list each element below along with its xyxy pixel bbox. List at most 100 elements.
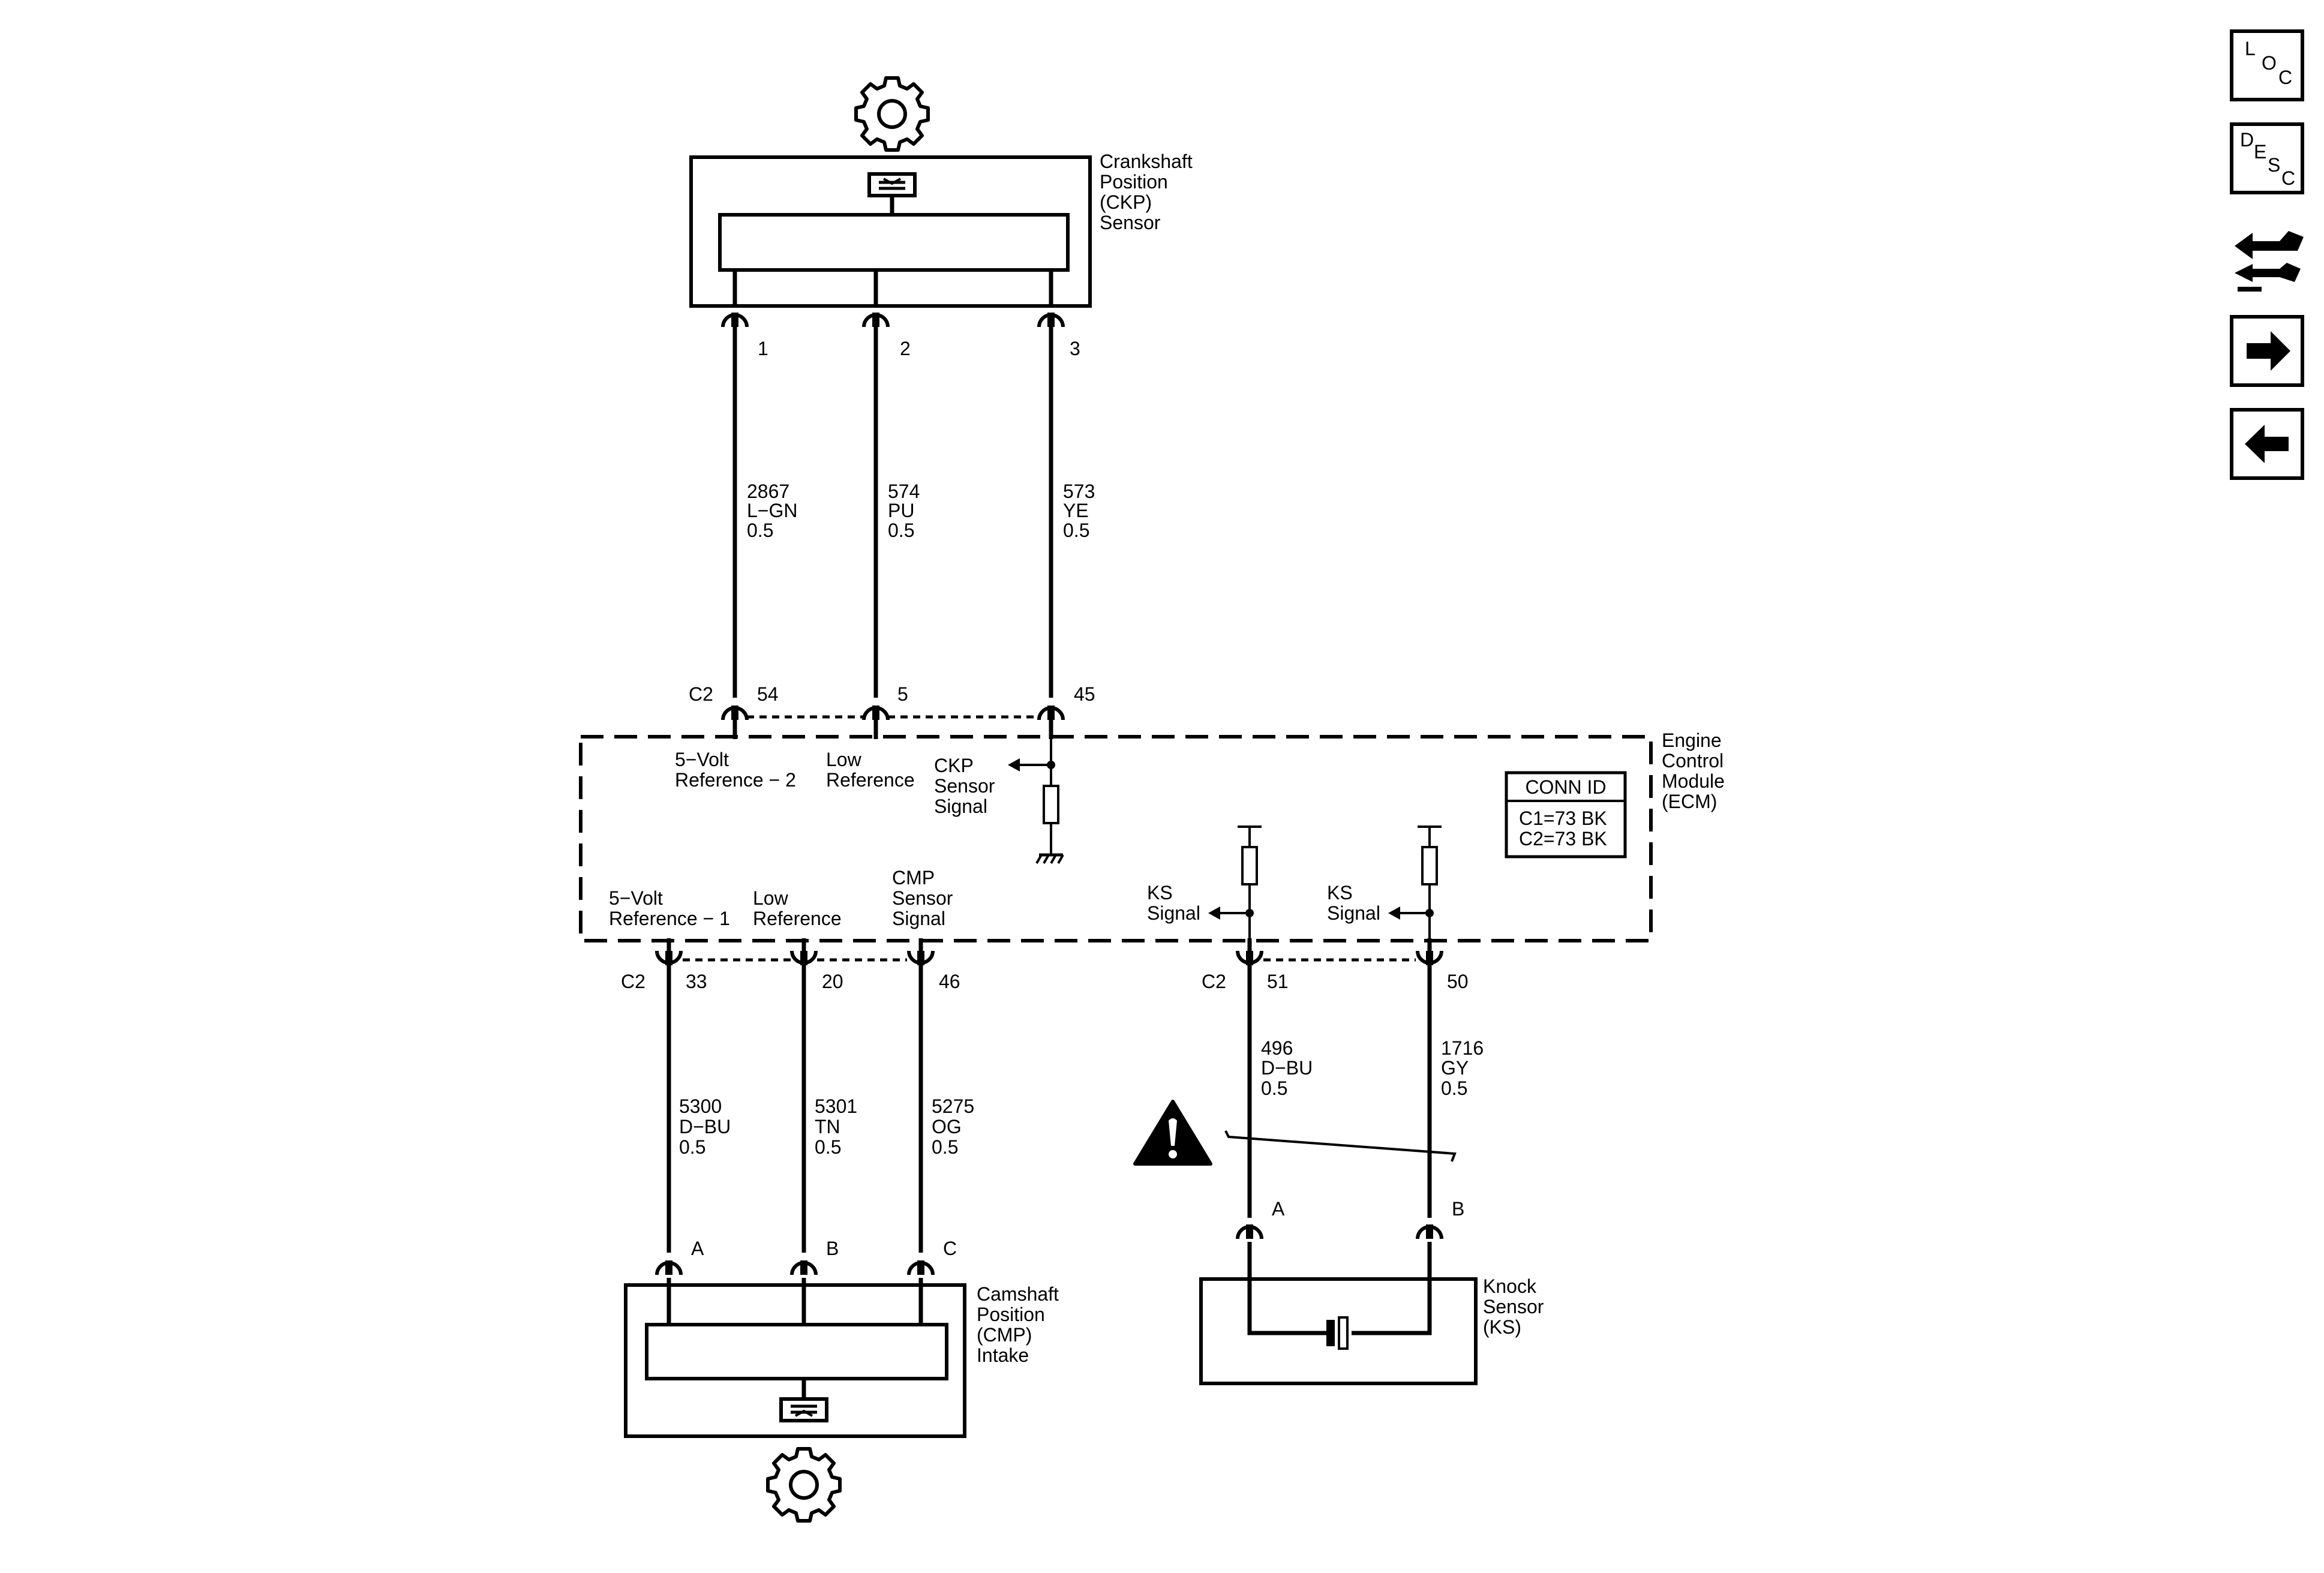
svg-text:C: C <box>2281 167 2295 189</box>
svg-text:Sensor: Sensor <box>934 775 995 797</box>
ckp-pin-3: 3 <box>1070 338 1080 359</box>
svg-text:CMP: CMP <box>892 867 935 888</box>
knock-sensor: Knock Sensor (KS) <box>1199 1242 1544 1385</box>
ecm-pin-51: 51 <box>1267 971 1289 992</box>
ground-icon <box>1037 855 1063 863</box>
ecm-name-3: Module <box>1662 770 1725 792</box>
connector-end-view-icon[interactable] <box>2235 231 2304 292</box>
ecm-module: Engine Control Module (ECM) 5−Volt Refer… <box>579 720 1725 942</box>
svg-text:573: 573 <box>1063 481 1095 502</box>
svg-text:L: L <box>2245 38 2256 59</box>
svg-text:S: S <box>2268 154 2280 176</box>
ecm-name-2: Control <box>1662 750 1724 772</box>
piezo-element-icon <box>1326 1320 1335 1346</box>
svg-text:5275: 5275 <box>932 1095 974 1117</box>
cmp-wire-1-label: 5300 D−BU 0.5 <box>679 1095 731 1158</box>
ecm-pin-45: 45 <box>1074 683 1095 705</box>
svg-text:Reference − 2: Reference − 2 <box>675 769 796 791</box>
svg-text:O: O <box>2262 52 2277 74</box>
svg-text:Camshaft: Camshaft <box>977 1283 1059 1305</box>
ckp-name-4: Sensor <box>1100 212 1161 233</box>
svg-text:OG: OG <box>932 1116 962 1137</box>
svg-text:D: D <box>2240 129 2254 151</box>
svg-text:0.5: 0.5 <box>815 1136 841 1158</box>
svg-text:Reference: Reference <box>826 769 915 791</box>
cmp-pin-a: A <box>691 1238 704 1259</box>
cmp-pin-b: B <box>826 1238 839 1259</box>
svg-text:Intake: Intake <box>977 1344 1029 1366</box>
svg-text:496: 496 <box>1261 1037 1293 1059</box>
gear-icon <box>856 78 928 150</box>
svg-text:Knock: Knock <box>1483 1275 1537 1297</box>
svg-text:5301: 5301 <box>815 1095 857 1117</box>
cmp-pin-c: C <box>943 1238 957 1259</box>
ckp-pin-1: 1 <box>758 338 768 359</box>
svg-text:1716: 1716 <box>1441 1037 1484 1059</box>
svg-text:Signal: Signal <box>1147 902 1200 924</box>
ecm-pin-20: 20 <box>822 971 843 992</box>
gear-icon <box>768 1449 840 1521</box>
svg-text:Low: Low <box>826 749 862 770</box>
ecm-name-4: (ECM) <box>1662 791 1717 812</box>
ckp-name-1: Crankshaft <box>1100 151 1193 172</box>
ks-pin-a: A <box>1272 1198 1285 1220</box>
svg-text:PU: PU <box>888 500 914 521</box>
cmp-sensor: Camshaft Position (CMP) Intake <box>624 1278 1059 1521</box>
ckp-name-3: (CKP) <box>1100 191 1152 213</box>
ks-wire-1-label: 496 D−BU 0.5 <box>1261 1037 1313 1099</box>
description-button[interactable]: D E S C <box>2230 122 2304 194</box>
svg-text:0.5: 0.5 <box>1063 520 1089 541</box>
svg-text:C: C <box>2278 67 2292 88</box>
ecm-pin-50: 50 <box>1447 971 1469 992</box>
svg-text:5−Volt: 5−Volt <box>609 887 663 909</box>
svg-text:0.5: 0.5 <box>747 520 773 541</box>
ecm-pin-46: 46 <box>939 971 960 992</box>
ecm-bottom-connector-id: C2 <box>621 971 645 992</box>
cmp-wire-2-label: 5301 TN 0.5 <box>815 1095 857 1158</box>
svg-text:D−BU: D−BU <box>679 1116 731 1137</box>
svg-text:0.5: 0.5 <box>679 1136 705 1158</box>
svg-text:0.5: 0.5 <box>1441 1077 1467 1099</box>
svg-text:Sensor: Sensor <box>1483 1296 1544 1317</box>
ecm-pin-33: 33 <box>686 971 707 992</box>
svg-text:Signal: Signal <box>892 908 945 929</box>
svg-text:5300: 5300 <box>679 1095 722 1117</box>
ks-wire-2-label: 1716 GY 0.5 <box>1441 1037 1484 1099</box>
svg-text:Low: Low <box>753 887 789 909</box>
next-arrow-icon[interactable] <box>2230 315 2304 387</box>
ks-pin-b: B <box>1452 1198 1464 1220</box>
svg-text:0.5: 0.5 <box>1261 1077 1287 1099</box>
svg-text:CONN ID: CONN ID <box>1525 776 1606 798</box>
svg-text:KS: KS <box>1327 882 1353 903</box>
hall-sensor-icon <box>781 1399 827 1421</box>
svg-text:0.5: 0.5 <box>888 520 914 541</box>
svg-text:Signal: Signal <box>1327 902 1380 924</box>
svg-text:GY: GY <box>1441 1057 1469 1079</box>
svg-text:Reference: Reference <box>753 908 842 929</box>
svg-text:C2=73 BK: C2=73 BK <box>1519 828 1607 849</box>
svg-text:5−Volt: 5−Volt <box>675 749 729 770</box>
svg-text:0.5: 0.5 <box>932 1136 958 1158</box>
ecm-ks-connector-id: C2 <box>1202 971 1226 992</box>
svg-text:YE: YE <box>1063 500 1089 521</box>
svg-text:L−GN: L−GN <box>747 500 797 521</box>
svg-text:2867: 2867 <box>747 481 789 502</box>
svg-text:Position: Position <box>977 1304 1045 1325</box>
previous-arrow-icon[interactable] <box>2230 408 2304 480</box>
svg-text:KS: KS <box>1147 882 1173 903</box>
svg-text:C1=73 BK: C1=73 BK <box>1519 807 1607 829</box>
ecm-name-1: Engine <box>1662 730 1722 751</box>
ckp-wire-1-label: 2867 L−GN 0.5 <box>747 481 797 541</box>
ckp-pin-2: 2 <box>900 338 911 359</box>
svg-text:Sensor: Sensor <box>892 887 953 909</box>
svg-text:(CMP): (CMP) <box>977 1324 1032 1346</box>
hall-sensor-icon <box>869 174 915 196</box>
ckp-name-2: Position <box>1100 171 1168 193</box>
ecm-top-connector-id: C2 <box>689 683 713 705</box>
location-button[interactable]: L O C <box>2230 29 2304 101</box>
conn-id-table: CONN ID C1=73 BK C2=73 BK <box>1505 771 1627 858</box>
svg-text:Reference − 1: Reference − 1 <box>609 908 730 929</box>
warning-icon <box>1133 1100 1212 1166</box>
svg-text:TN: TN <box>815 1116 840 1137</box>
